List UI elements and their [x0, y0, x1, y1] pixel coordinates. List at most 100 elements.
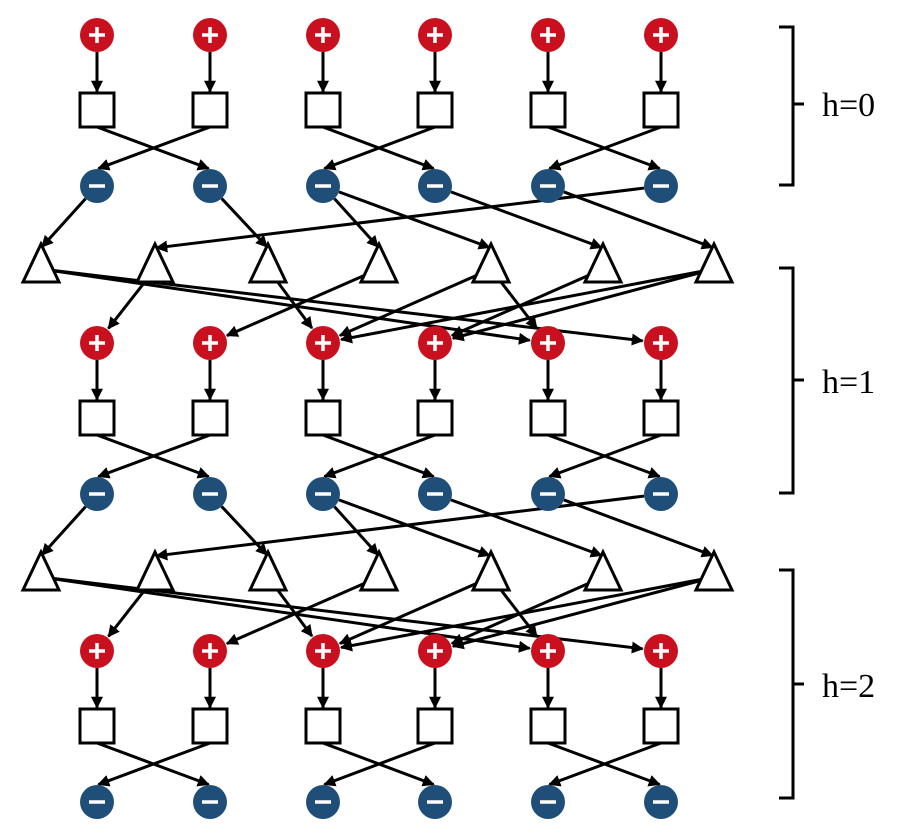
minus-node-icon: [418, 785, 452, 819]
triangle-node-icon: [582, 240, 624, 284]
minus-node-icon: [644, 169, 678, 203]
triangle-node-icon: [470, 548, 512, 592]
triangle-node-icon: [693, 240, 735, 284]
brace-bracket: [779, 266, 804, 495]
plus-node-icon: [80, 326, 114, 360]
minus-node-icon: [418, 477, 452, 511]
edge-arrow: [338, 498, 491, 558]
minus-node-icon: [306, 169, 340, 203]
level-brace-h0: h=0: [779, 25, 875, 187]
square-node-icon: [642, 91, 680, 129]
edge-arrow: [225, 267, 380, 337]
square-node-icon: [304, 399, 342, 437]
edge-arrow: [155, 186, 645, 253]
minus-node-icon: [306, 477, 340, 511]
square-node-icon: [642, 707, 680, 745]
plus-node-icon: [531, 326, 565, 360]
triangle-node-icon: [134, 240, 176, 284]
plus-node-icon: [418, 326, 452, 360]
edge-arrow: [155, 494, 645, 561]
edge-arrow: [97, 125, 211, 171]
edge-arrow: [563, 498, 714, 558]
square-node-icon: [191, 707, 229, 745]
plus-node-icon: [644, 18, 678, 52]
edges-layer: [40, 52, 715, 787]
level-brace-h1: h=1: [779, 266, 875, 495]
plus-node-icon: [193, 634, 227, 668]
edge-arrow: [97, 433, 211, 479]
square-node-icon: [416, 707, 454, 745]
edge-arrow: [338, 190, 491, 250]
minus-node-icon: [80, 169, 114, 203]
plus-node-icon: [306, 326, 340, 360]
triangle-node-icon: [20, 240, 62, 284]
edge-arrow: [338, 575, 492, 645]
edge-arrow: [40, 267, 531, 345]
plus-node-icon: [193, 326, 227, 360]
plus-node-icon: [418, 634, 452, 668]
edge-arrow: [548, 433, 662, 479]
minus-node-icon: [531, 477, 565, 511]
square-node-icon: [416, 399, 454, 437]
plus-node-icon: [531, 18, 565, 52]
edge-arrow: [339, 267, 715, 344]
plus-node-icon: [644, 326, 678, 360]
plus-node-icon: [193, 18, 227, 52]
level-label: h=1: [822, 364, 875, 401]
level-braces: h=0 h=1 h=2: [779, 25, 875, 800]
edge-arrow: [451, 575, 715, 650]
square-node-icon: [304, 707, 342, 745]
triangle-node-icon: [247, 240, 289, 284]
edge-arrow: [563, 190, 714, 250]
edge-arrow: [548, 741, 662, 787]
minus-node-icon: [531, 169, 565, 203]
edge-arrow: [338, 267, 492, 337]
minus-node-icon: [193, 477, 227, 511]
triangle-node-icon: [358, 240, 400, 284]
square-node-icon: [191, 399, 229, 437]
nodes-layer: [20, 18, 735, 819]
minus-node-icon: [80, 477, 114, 511]
square-node-icon: [78, 707, 116, 745]
level-brace-h2: h=2: [779, 568, 875, 800]
square-node-icon: [529, 707, 567, 745]
plus-node-icon: [80, 18, 114, 52]
triangle-node-icon: [358, 548, 400, 592]
plus-node-icon: [644, 634, 678, 668]
level-label: h=0: [822, 87, 875, 124]
edge-arrow: [450, 498, 603, 558]
brace-bracket: [779, 25, 804, 187]
brace-bracket: [779, 568, 804, 800]
edge-arrow: [450, 267, 604, 337]
level-label: h=2: [822, 668, 875, 705]
edge-arrow: [450, 575, 604, 645]
triangle-node-icon: [470, 240, 512, 284]
edge-arrow: [97, 741, 211, 787]
minus-node-icon: [193, 169, 227, 203]
square-node-icon: [529, 399, 567, 437]
square-node-icon: [78, 91, 116, 129]
edge-arrow: [225, 575, 380, 645]
minus-node-icon: [306, 785, 340, 819]
plus-node-icon: [531, 634, 565, 668]
minus-node-icon: [80, 785, 114, 819]
triangle-node-icon: [134, 548, 176, 592]
edge-arrow: [323, 125, 436, 171]
triangle-node-icon: [247, 548, 289, 592]
minus-node-icon: [644, 477, 678, 511]
minus-node-icon: [531, 785, 565, 819]
square-node-icon: [642, 399, 680, 437]
square-node-icon: [416, 91, 454, 129]
edge-arrow: [451, 267, 715, 342]
edge-arrow: [40, 505, 87, 556]
minus-node-icon: [644, 785, 678, 819]
square-node-icon: [191, 91, 229, 129]
triangle-node-icon: [582, 548, 624, 592]
edge-arrow: [220, 197, 269, 248]
edge-arrow: [339, 575, 715, 652]
edge-arrow: [323, 433, 436, 479]
plus-node-icon: [418, 18, 452, 52]
triangle-node-icon: [20, 548, 62, 592]
edge-arrow: [548, 125, 662, 171]
